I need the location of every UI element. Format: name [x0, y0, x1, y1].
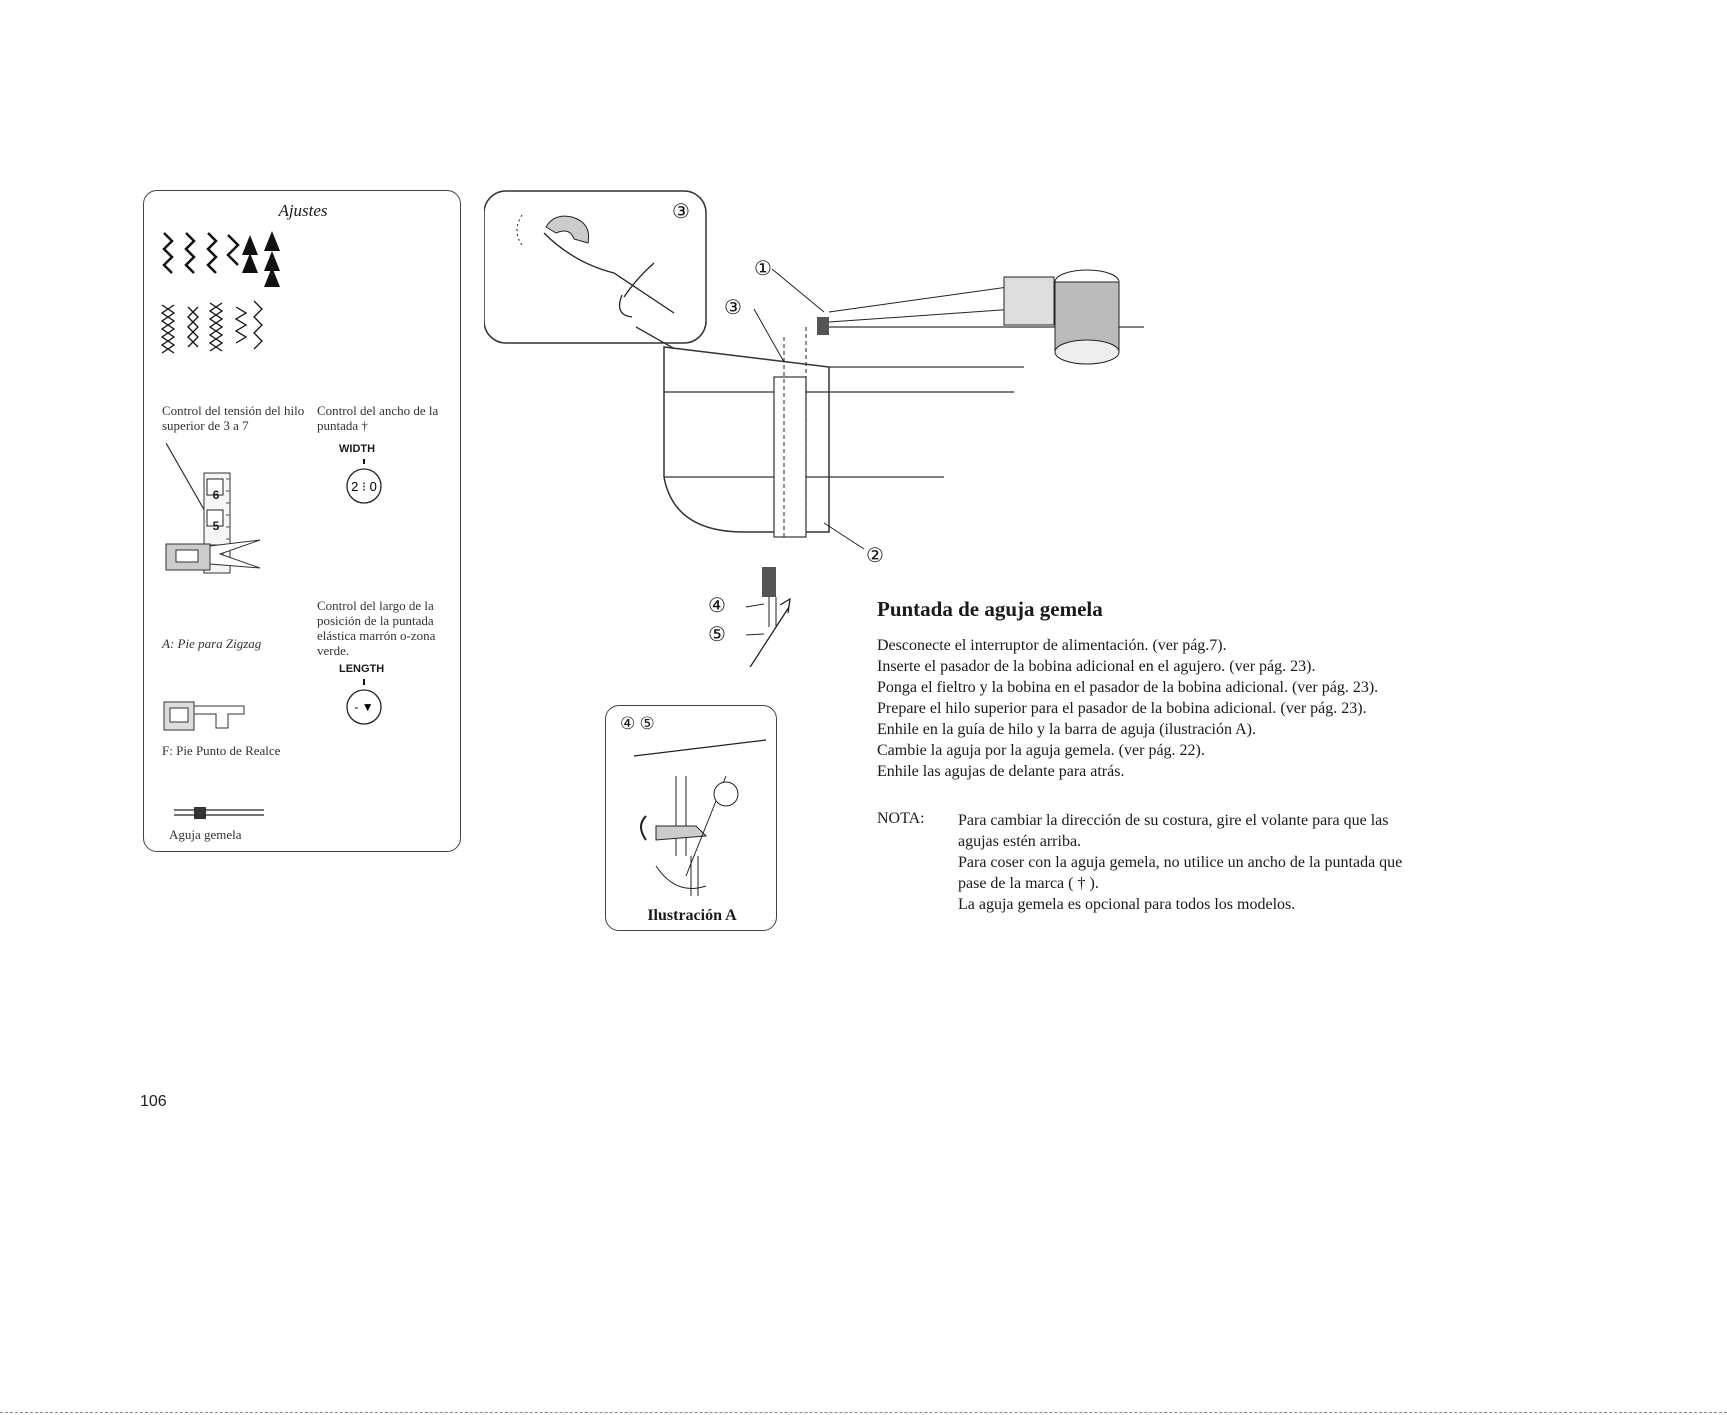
length-label-en: LENGTH [339, 663, 385, 675]
tension-label: Control del tensión del hilo superior de… [162, 403, 305, 433]
width-label-en: WIDTH [339, 443, 376, 455]
step-6: Cambie la aguja por la aguja gemela. (ve… [877, 742, 1205, 759]
callout-2: ② [866, 543, 884, 567]
section-heading: Puntada de aguja gemela [877, 597, 1103, 621]
svg-text:- ▼: - ▼ [354, 700, 373, 714]
length-dial-icon: - ▼ [346, 679, 382, 725]
note-line: agujas estén arriba. [958, 833, 1082, 850]
zigzag-foot-icon [165, 539, 261, 571]
note-line: Para coser con la aguja gemela, no utili… [958, 854, 1403, 871]
zigzag-foot-label: A: Pie para Zigzag [162, 636, 262, 651]
illustration-a-box: ④ ⑤ Ilustración A [605, 705, 777, 931]
needle-threading-detail-icon [633, 739, 766, 896]
step-7: Enhile las agujas de delante para atrás. [877, 763, 1125, 780]
twin-needle-icon [174, 807, 264, 819]
steps-list: Desconecte el interruptor de alimentació… [877, 635, 1697, 782]
page-number: 106 [140, 1093, 167, 1110]
callout-1: ① [754, 256, 772, 280]
detail-callouts: ④ ⑤ [620, 714, 655, 733]
machine-threading-illustration: ① ② ③ ③ ④ ⑤ [484, 190, 1144, 667]
settings-title: Ajustes [278, 201, 328, 220]
width-dial-icon: 2 ⁝ 0 [346, 459, 382, 504]
note-line: Para cambiar la dirección de su costura,… [958, 812, 1389, 829]
satin-foot-label: F: Pie Punto de Realce [162, 743, 281, 758]
step-3: Ponga el fieltro y la bobina en el pasad… [877, 679, 1379, 696]
callout-3: ③ [724, 295, 742, 319]
step-1: Desconecte el interruptor de alimentació… [877, 637, 1227, 654]
note-line: La aguja gemela es opcional para todos l… [958, 896, 1296, 913]
step-5: Enhile en la guía de hilo y la barra de … [877, 721, 1256, 738]
note-label: NOTA: [877, 810, 925, 827]
twin-needle-label: Aguja gemela [169, 827, 242, 842]
length-label: Control del largo de la posición de la p… [317, 598, 436, 658]
stitch-patterns-icon [160, 231, 280, 354]
note-line: pase de la marca ( † ). [958, 875, 1099, 892]
note-body: Para cambiar la dirección de su costura,… [958, 810, 1518, 915]
callout-5: ⑤ [708, 622, 726, 646]
svg-text:2 ⁝ 0: 2 ⁝ 0 [351, 479, 377, 494]
satin-foot-icon [163, 701, 245, 731]
callout-3-inset: ③ [672, 199, 690, 223]
settings-panel: Ajustes Control del tensión del hilo sup… [143, 190, 461, 852]
callout-4: ④ [708, 593, 726, 617]
bottom-divider [0, 1412, 1727, 1413]
step-4: Prepare el hilo superior para el pasador… [877, 700, 1367, 717]
step-2: Inserte el pasador de la bobina adiciona… [877, 658, 1316, 675]
illustration-a-label: Ilustración A [647, 907, 737, 924]
width-label: Control del ancho de la puntada † [317, 403, 439, 433]
